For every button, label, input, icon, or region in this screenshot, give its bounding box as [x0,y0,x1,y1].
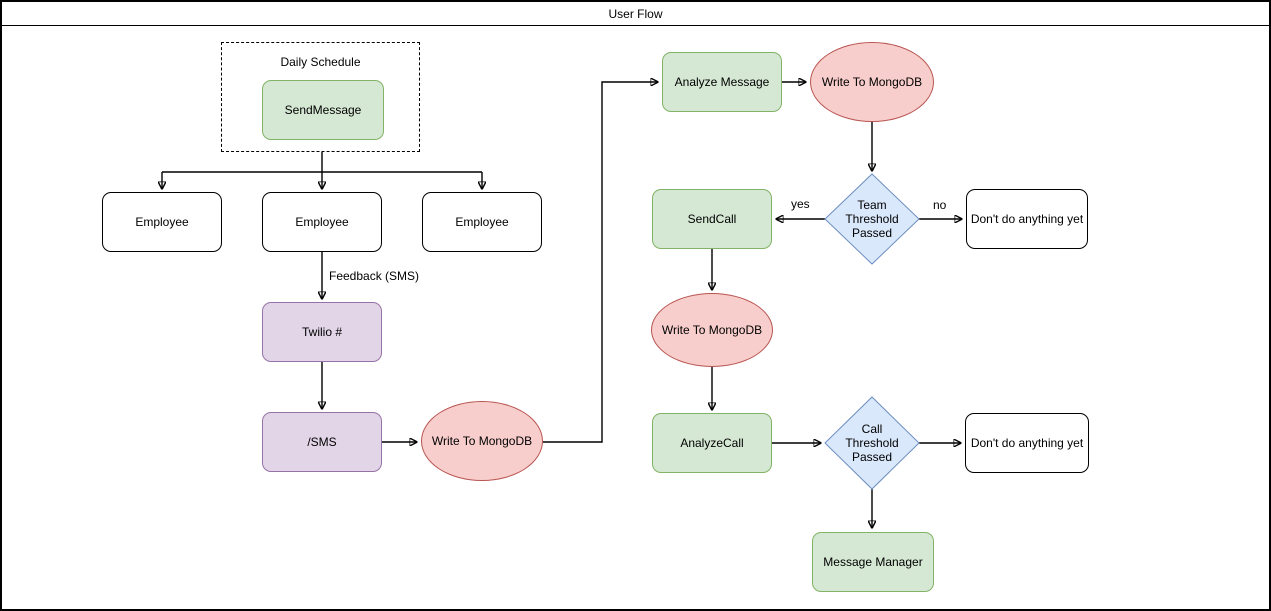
dont-do-anything-2-node: Don't do anything yet [965,413,1089,473]
sms-endpoint-node: /SMS [262,412,382,472]
analyze-call-label: AnalyzeCall [680,436,744,450]
employee-1-label: Employee [135,215,189,229]
write-mongodb-3-node: Write To MongoDB [651,293,773,367]
team-threshold-label: Team Threshold Passed [845,198,899,240]
message-manager-label: Message Manager [823,555,923,569]
send-message-node: SendMessage [262,80,384,140]
call-threshold-diamond [824,396,920,490]
call-threshold-label: Call Threshold Passed [845,422,899,464]
send-call-node: SendCall [652,189,772,249]
team-threshold-diamond [824,173,920,265]
send-message-label: SendMessage [284,103,362,117]
dont-do-anything-2-label: Don't do anything yet [970,436,1084,450]
employee-2-label: Employee [295,215,349,229]
twilio-label: Twilio # [301,325,342,339]
write-mongodb-1-label: Write To MongoDB [431,434,533,448]
yes-edge-label: yes [791,197,810,211]
twilio-node: Twilio # [262,302,382,362]
feedback-sms-edge-label: Feedback (SMS) [329,269,420,283]
employee-3-label: Employee [455,215,509,229]
daily-schedule-group: Daily Schedule [221,42,420,152]
write-mongodb-2-label: Write To MongoDB [821,75,923,89]
employee-1-node: Employee [102,192,222,252]
no-edge-label: no [933,198,947,212]
analyze-message-node: Analyze Message [662,52,782,112]
dont-do-anything-1-node: Don't do anything yet [966,189,1088,249]
dont-do-anything-1-label: Don't do anything yet [970,212,1084,226]
daily-schedule-label: Daily Schedule [280,55,361,69]
write-mongodb-3-label: Write To MongoDB [661,323,763,337]
employee-3-node: Employee [422,192,542,252]
write-mongodb-2-node: Write To MongoDB [810,42,934,122]
edge-mongo1-to-analyze-message [543,82,658,443]
send-call-label: SendCall [687,212,737,226]
analyze-call-node: AnalyzeCall [652,413,772,473]
message-manager-node: Message Manager [812,532,934,592]
sms-endpoint-label: /SMS [307,435,337,449]
write-mongodb-1-node: Write To MongoDB [421,401,543,481]
diagram-title: User Flow [608,6,663,21]
analyze-message-label: Analyze Message [674,75,770,89]
diagram-title-bar: User Flow [2,2,1269,26]
employee-2-node: Employee [262,192,382,252]
